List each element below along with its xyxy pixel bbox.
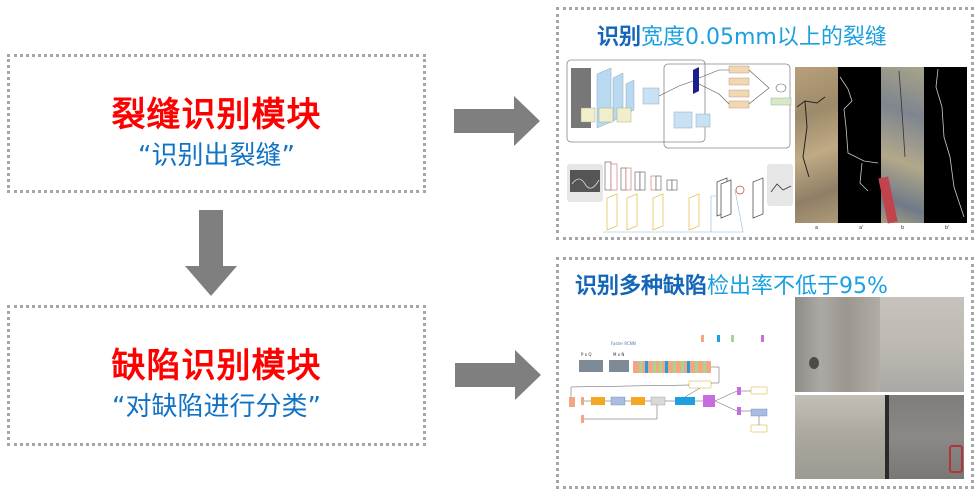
right-arrow-icon — [454, 96, 540, 146]
defect-photo-3 — [795, 395, 885, 479]
crack-mask-a — [838, 67, 881, 223]
crack-photo-strip: a a' b b' — [795, 67, 970, 229]
svg-text:P x Q: P x Q — [581, 352, 591, 357]
legend — [701, 335, 764, 342]
decision-net-frame — [663, 63, 791, 149]
crack-module-title: 裂缝识别模块 — [111, 95, 322, 135]
defect-photo-1 — [795, 297, 880, 392]
crack-module-subtitle: “识别出裂缝” — [138, 141, 295, 171]
faster-rcnn-label: Faster RCNN — [611, 341, 636, 346]
defect-photo-2 — [880, 297, 964, 392]
defect-photo-grid — [795, 297, 970, 487]
crack-photo-a — [795, 67, 838, 223]
right-arrow-icon — [455, 350, 541, 400]
segmentation-network-diagram — [566, 59, 792, 149]
defect-panel-title-light: 检出率不低于95% — [707, 274, 888, 299]
photo-caption-b: b — [901, 225, 905, 229]
crack-recognition-module: 裂缝识别模块 “识别出裂缝” — [7, 54, 426, 193]
crack-mask-b — [924, 67, 967, 223]
faster-rcnn-diagram: Faster RCNN P x Q M x N — [569, 335, 768, 433]
defect-module-title: 缺陷识别模块 — [111, 346, 322, 386]
crack-panel-title: 识别宽度0.05mm以上的裂缝 — [597, 19, 971, 51]
defect-module-subtitle: “对缺陷进行分类” — [112, 392, 321, 422]
photo-caption-a: a — [815, 225, 819, 229]
photo-caption-a-prime: a' — [859, 225, 864, 229]
crack-photo-b — [878, 67, 924, 224]
defect-panel-title: 识别多种缺陷检出率不低于95% — [575, 268, 971, 300]
defect-panel-title-strong: 识别多种缺陷 — [575, 274, 708, 299]
segmentation-net-frame — [566, 59, 706, 143]
conv-layer-stack — [633, 361, 711, 373]
down-arrow-icon — [185, 210, 237, 296]
defect-photo-4 — [885, 395, 964, 479]
crack-panel-title-light: 宽度0.05mm以上的裂缝 — [641, 25, 887, 50]
defect-result-panel: 识别多种缺陷检出率不低于95% Faster RCNN P x Q M x N — [556, 257, 974, 489]
svg-text:M x N: M x N — [613, 352, 624, 357]
photo-caption-b-prime: b' — [945, 225, 950, 229]
defect-recognition-module: 缺陷识别模块 “对缺陷进行分类” — [7, 305, 426, 446]
fcn-network-diagram — [567, 161, 793, 233]
crack-result-panel: 识别宽度0.05mm以上的裂缝 — [556, 7, 974, 240]
crack-panel-title-strong: 识别 — [597, 25, 642, 50]
